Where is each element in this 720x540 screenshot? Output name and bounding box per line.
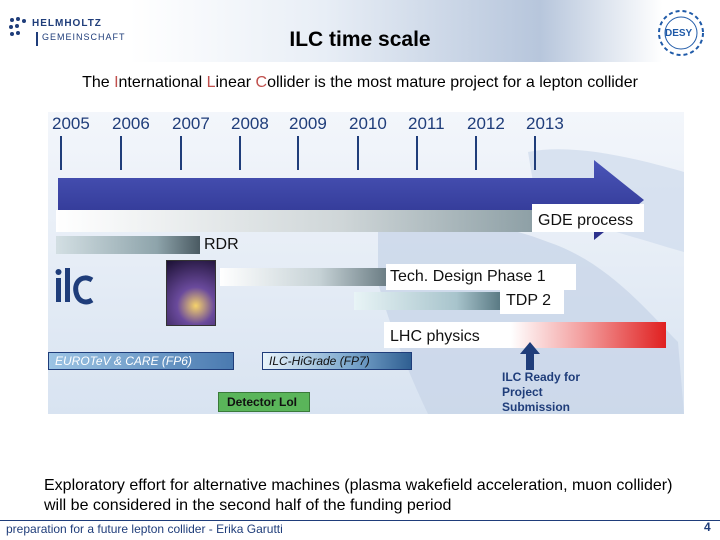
milestone-text: ILC Ready for Project Submission	[502, 370, 580, 415]
year-label: 2007	[172, 114, 210, 133]
org-divider	[36, 32, 38, 46]
year-label: 2011	[408, 114, 445, 133]
year-tick	[475, 136, 477, 170]
year-label: 2005	[52, 114, 90, 133]
org-name-line2: GEMEINSCHAFT	[42, 32, 126, 42]
detector-loi-box: Detector LoI	[218, 392, 310, 412]
milestone-line: ILC Ready for	[502, 370, 581, 384]
timeline-diagram: 2005 2006 2007 2008 2009 2010 2011 2012 …	[48, 112, 684, 414]
tdp1-bar	[220, 268, 386, 286]
slide-subtitle: The International Linear Collider is the…	[0, 74, 720, 92]
subtitle-part: nternational	[118, 74, 207, 91]
lhc-physics-bar	[384, 322, 666, 348]
year-label: 2009	[289, 114, 327, 133]
subtitle-highlight: L	[206, 74, 216, 91]
year-tick	[120, 136, 122, 170]
tdp1-label-box	[386, 264, 576, 290]
year-label: 2010	[349, 114, 387, 133]
year-label: 2012	[467, 114, 505, 133]
milestone-line: Project	[502, 385, 543, 399]
subtitle-part: inear	[215, 74, 256, 91]
milestone-arrow-icon	[520, 342, 540, 370]
eurotev-box: EUROTeV & CARE (FP6)	[48, 352, 234, 370]
desy-logo-text: DESY	[665, 28, 693, 39]
year-tick	[60, 136, 62, 170]
year-tick	[297, 136, 299, 170]
year-label: 2006	[112, 114, 150, 133]
gde-process-label: GDE process	[538, 212, 634, 229]
desy-ring-icon	[658, 10, 704, 56]
page-number: 4	[704, 520, 711, 534]
ilc-higrade-box: ILC-HiGrade (FP7)	[262, 352, 412, 370]
ilc-logo-text: ilc	[52, 302, 53, 303]
subtitle-part: The	[82, 74, 115, 91]
org-name-line1: HELMHOLTZ	[32, 18, 102, 29]
year-tick	[239, 136, 241, 170]
slide-title: ILC time scale	[289, 28, 431, 51]
helmholtz-dots-icon	[9, 17, 26, 36]
ilc-logo: ilc	[52, 262, 96, 314]
tdp2-label-box	[500, 290, 564, 314]
rdr-label: RDR	[204, 236, 239, 253]
slide-header: HELMHOLTZ GEMEINSCHAFT ILC time scale DE…	[0, 0, 720, 62]
milestone-line: Submission	[502, 400, 571, 414]
bottom-note: Exploratory effort for alternative machi…	[44, 477, 673, 514]
subtitle-highlight: I	[114, 74, 119, 91]
year-tick	[180, 136, 182, 170]
footer-text: preparation for a future lepton collider…	[6, 522, 283, 536]
tdp2-label: TDP 2	[506, 292, 552, 309]
gde-process-bar	[56, 210, 532, 232]
lhc-physics-label: LHC physics	[390, 328, 480, 345]
tdp1-label: Tech. Design Phase 1	[390, 268, 546, 285]
desy-logo: DESY	[656, 8, 706, 58]
rdr-bar	[56, 236, 200, 254]
year-label: 2013	[526, 114, 564, 133]
year-tick	[534, 136, 536, 170]
gde-process-label-box	[532, 204, 644, 232]
year-tick	[416, 136, 418, 170]
rdr-report-cover	[166, 260, 216, 326]
slide-footer	[0, 520, 720, 540]
year-label: 2008	[231, 114, 269, 133]
helmholtz-logo: HELMHOLTZ GEMEINSCHAFT	[6, 14, 126, 54]
subtitle-part: ollider is the most mature project for a…	[267, 74, 638, 91]
tdp2-bar	[354, 292, 500, 310]
ilc-logo-icon	[55, 268, 94, 305]
year-tick	[357, 136, 359, 170]
subtitle-highlight: C	[255, 74, 268, 91]
